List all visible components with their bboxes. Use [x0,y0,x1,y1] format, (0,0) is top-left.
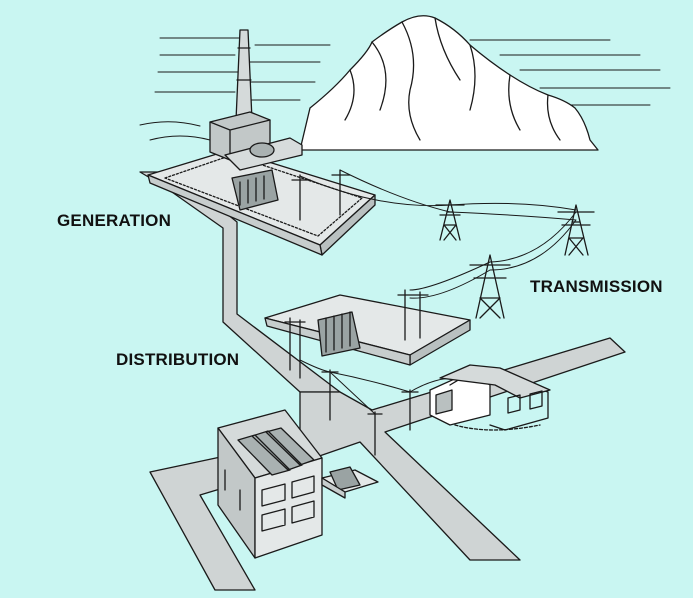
commercial-building [217,409,323,559]
tower-3 [469,254,511,319]
distribution-lines [299,359,451,456]
transmission-towers [299,169,595,319]
pad-transformer [321,466,379,499]
mountain [299,15,599,151]
label-transmission: TRANSMISSION [530,277,663,296]
generation-plant [147,29,376,256]
label-distribution: DISTRIBUTION [116,350,240,369]
water-lines [139,37,671,141]
distribution-substation [264,289,471,379]
label-generation: GENERATION [57,211,172,230]
house [429,364,551,431]
roads [139,171,626,591]
